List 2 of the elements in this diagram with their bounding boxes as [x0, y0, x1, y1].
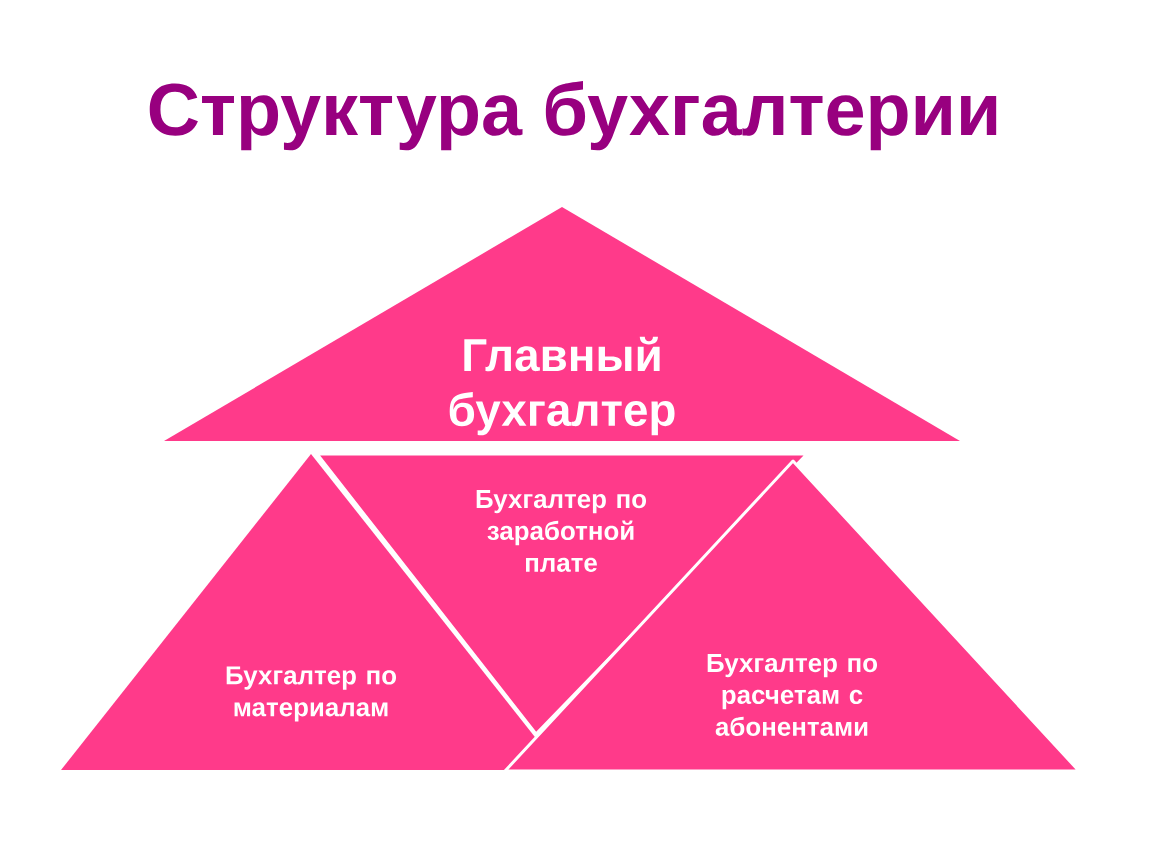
title: Структура бухгалтерии — [149, 80, 997, 151]
triangle-node: Главный бухгалтер — [164, 207, 960, 441]
